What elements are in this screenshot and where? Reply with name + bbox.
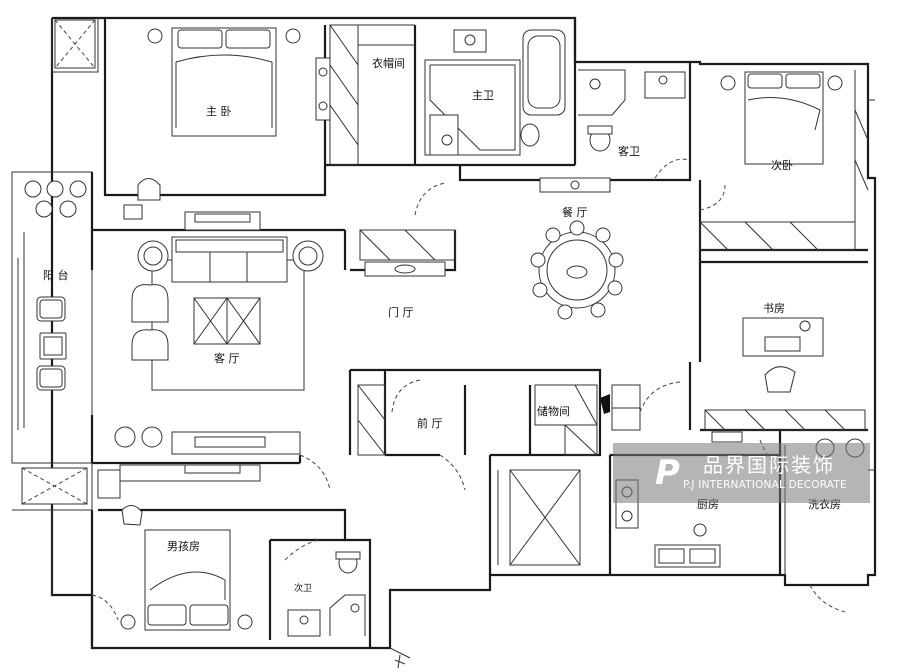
study-furniture	[704, 317, 866, 431]
boys-room-furniture	[97, 469, 253, 631]
label-boys-room: 男孩房	[167, 540, 200, 553]
label-study: 书房	[763, 302, 785, 315]
label-master-bedroom: 主 卧	[206, 105, 232, 118]
watermark-company-name: 品界国际装饰	[703, 453, 835, 477]
label-front-hall: 前 厅	[417, 416, 443, 430]
front-hall-fixtures	[357, 384, 641, 566]
door-swings	[91, 158, 846, 621]
living-furniture	[114, 236, 324, 482]
room-labels: 主 卧 衣帽间 主卫 客卫 次卧 餐 厅 门 厅 阳 台 客 厅 书房 前 厅 …	[43, 56, 841, 594]
watermark-logo: P	[655, 453, 680, 493]
label-foyer: 门 厅	[388, 305, 414, 319]
label-walk-in-closet: 衣帽间	[372, 56, 405, 70]
entry-marks	[389, 647, 411, 669]
master-bedroom-furniture	[123, 27, 331, 231]
guest-bath-fixtures	[539, 69, 686, 193]
label-second-bedroom: 次卧	[771, 158, 793, 172]
label-balcony: 阳 台	[43, 268, 69, 282]
label-living: 客 厅	[214, 351, 240, 365]
watermark: P 品界国际装饰 P.J INTERNATIONAL DECORATE	[613, 443, 870, 503]
master-bath-fixtures	[424, 29, 566, 156]
closet-fixtures	[329, 24, 415, 166]
watermark-company-name-en: P.J INTERNATIONAL DECORATE	[683, 479, 847, 491]
label-storage: 储物间	[537, 404, 570, 418]
foyer-fixtures	[359, 229, 456, 277]
label-guest-bath: 客卫	[618, 144, 640, 158]
second-bath-fixtures	[287, 551, 366, 637]
dining-furniture	[530, 220, 856, 320]
second-bedroom-furniture	[720, 70, 869, 245]
label-master-bath: 主卫	[472, 89, 494, 102]
label-second-bath: 次卫	[294, 582, 312, 594]
balcony-furniture	[21, 19, 96, 505]
label-dining: 餐 厅	[562, 205, 588, 219]
